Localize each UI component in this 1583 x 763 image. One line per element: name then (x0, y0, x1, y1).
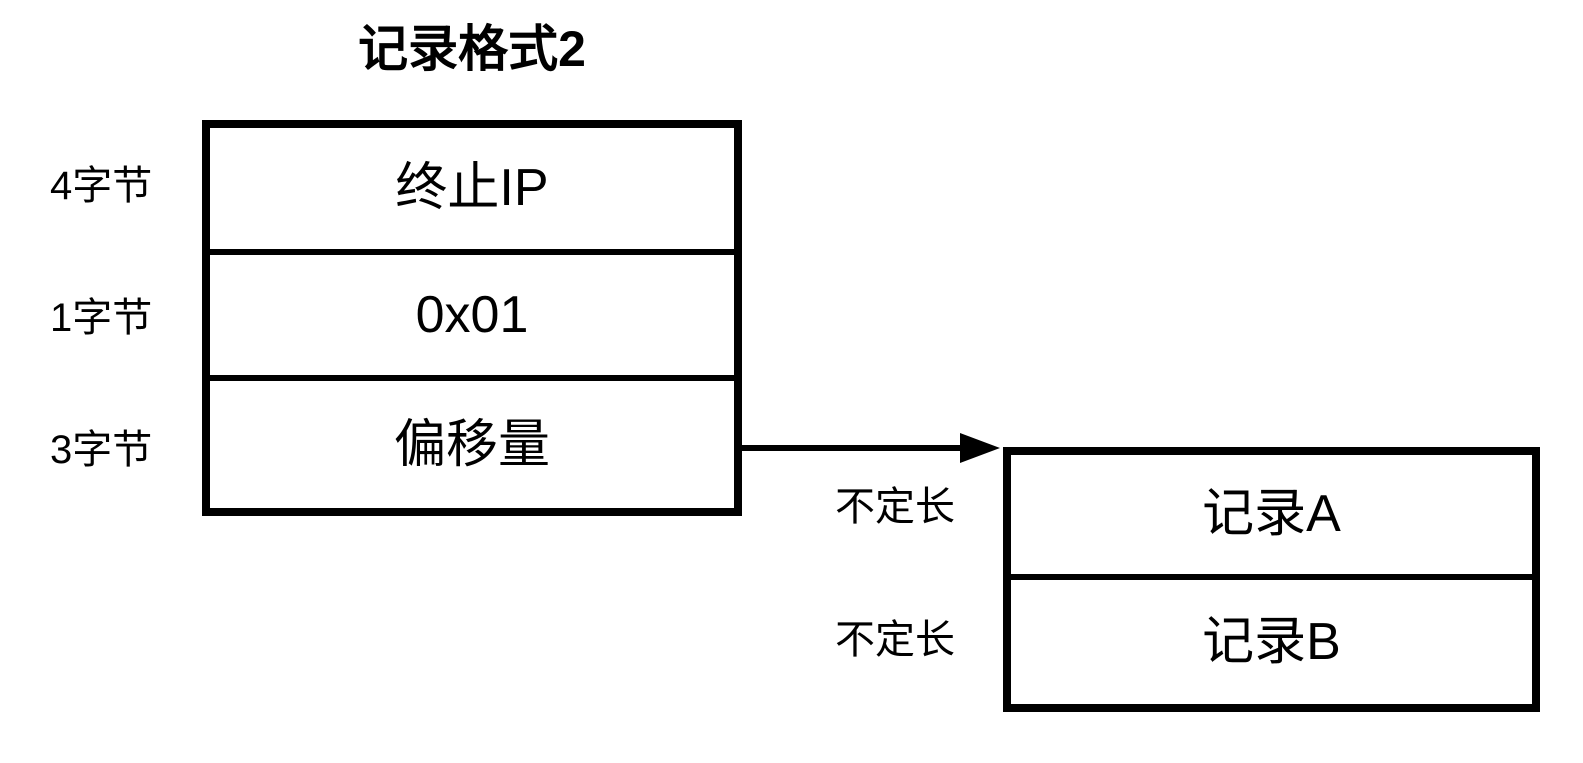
table-row: 记录A (1011, 455, 1532, 580)
size-label-offset: 3字节 (50, 428, 153, 472)
field-offset: 偏移量 (393, 415, 550, 474)
field-record-a: 记录A (1202, 485, 1341, 544)
size-label-record-b: 不定长 (835, 618, 955, 662)
size-label-flag: 1字节 (50, 296, 153, 340)
table-row: 终止IP (210, 128, 734, 255)
field-flag-value: 0x01 (415, 285, 529, 344)
size-label-terminate-ip: 4字节 (50, 164, 153, 208)
page-title: 记录格式2 (358, 21, 586, 77)
record-format-2-box: 终止IP 0x01 偏移量 (202, 120, 742, 516)
table-row: 记录B (1011, 580, 1532, 705)
size-label-record-a: 不定长 (835, 485, 955, 529)
field-terminate-ip: 终止IP (395, 159, 549, 218)
records-box: 记录A 记录B (1003, 447, 1540, 712)
table-row: 偏移量 (210, 381, 734, 508)
right-arrow-icon (740, 433, 1000, 463)
field-record-b: 记录B (1202, 612, 1341, 671)
table-row: 0x01 (210, 255, 734, 382)
arrow-head (960, 433, 1000, 463)
